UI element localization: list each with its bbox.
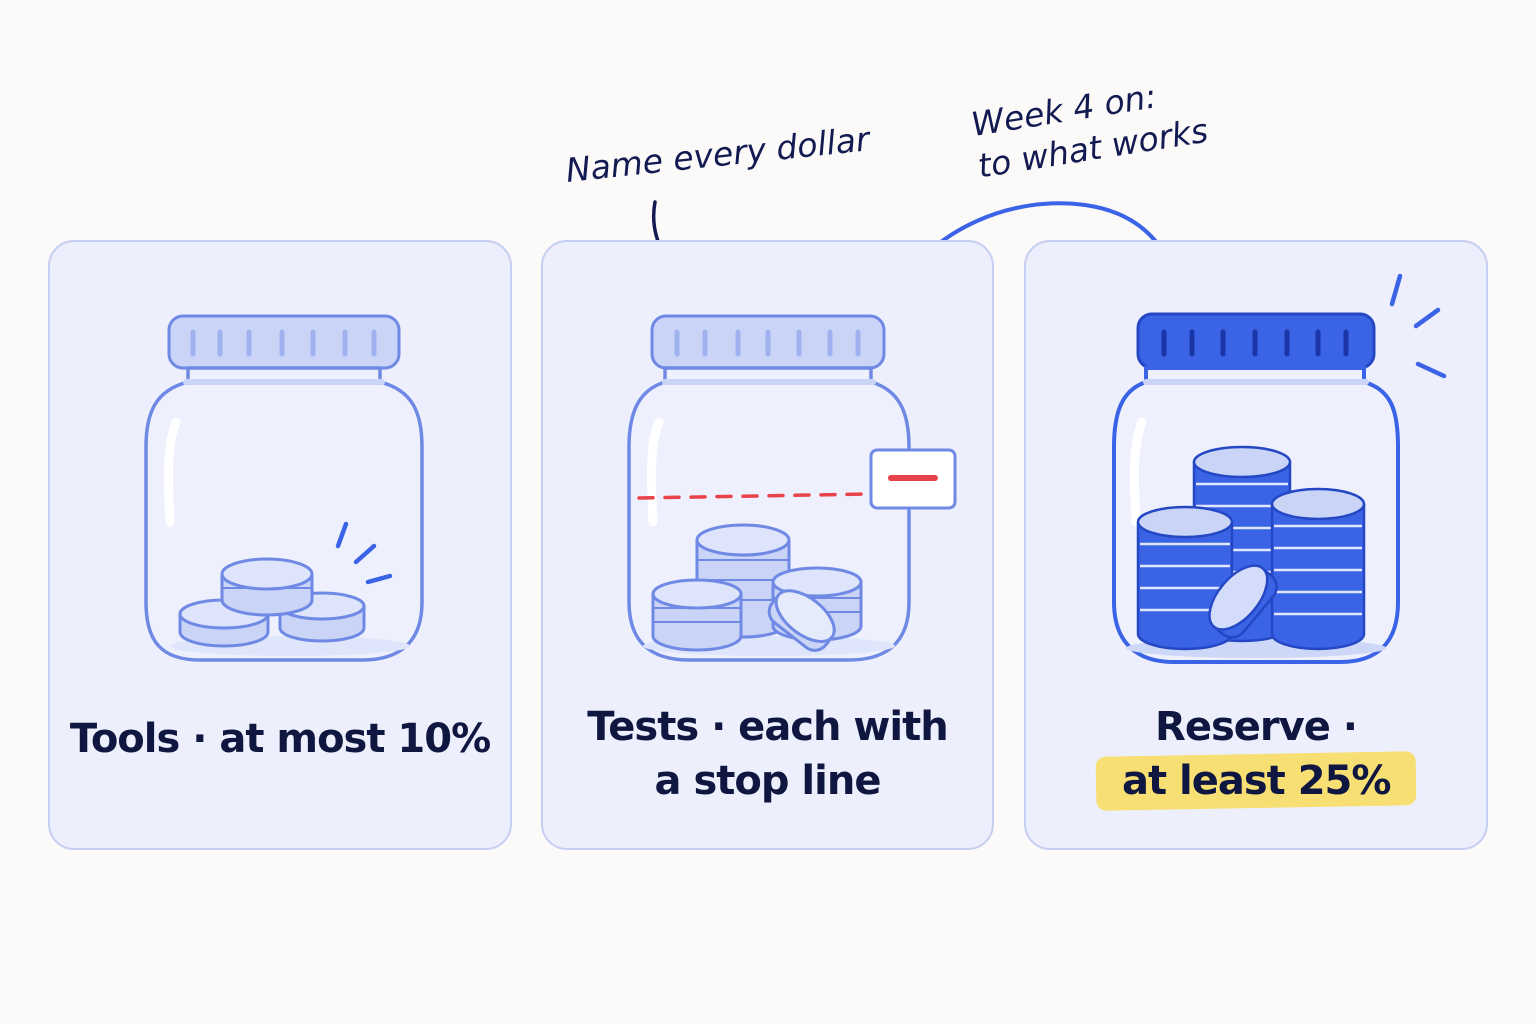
jar-icon [144,314,424,662]
caption-tools: Tools · at most 10% [69,716,491,762]
jar-icon [627,314,957,662]
caption-tests-line1: Tests · each with [587,704,948,750]
panel-tests: Tests · each with a stop line [541,240,994,850]
stop-line-tag-icon [869,448,957,510]
caption-tests-line2: a stop line [654,758,882,804]
sparkle-icon [335,521,393,585]
coin-stack-icon [170,557,410,656]
jar-icon [1112,273,1447,664]
stop-line [637,492,871,500]
caption-reserve-line2: at least 25% [1121,758,1391,804]
caption-reserve-line1: Reserve · [1155,704,1358,750]
coin-stack-icon [1126,445,1386,658]
highlight-marker: at least 25% [1095,751,1417,811]
caption-reserve: Reserve · at least 25% [1026,700,1486,811]
caption-tests: Tests · each with a stop line [543,700,992,808]
panel-tools: Tools · at most 10% [48,240,512,850]
panel-reserve: Reserve · at least 25% [1024,240,1488,850]
coin-stack-icon [643,523,895,656]
sparkle-icon [1389,273,1447,379]
